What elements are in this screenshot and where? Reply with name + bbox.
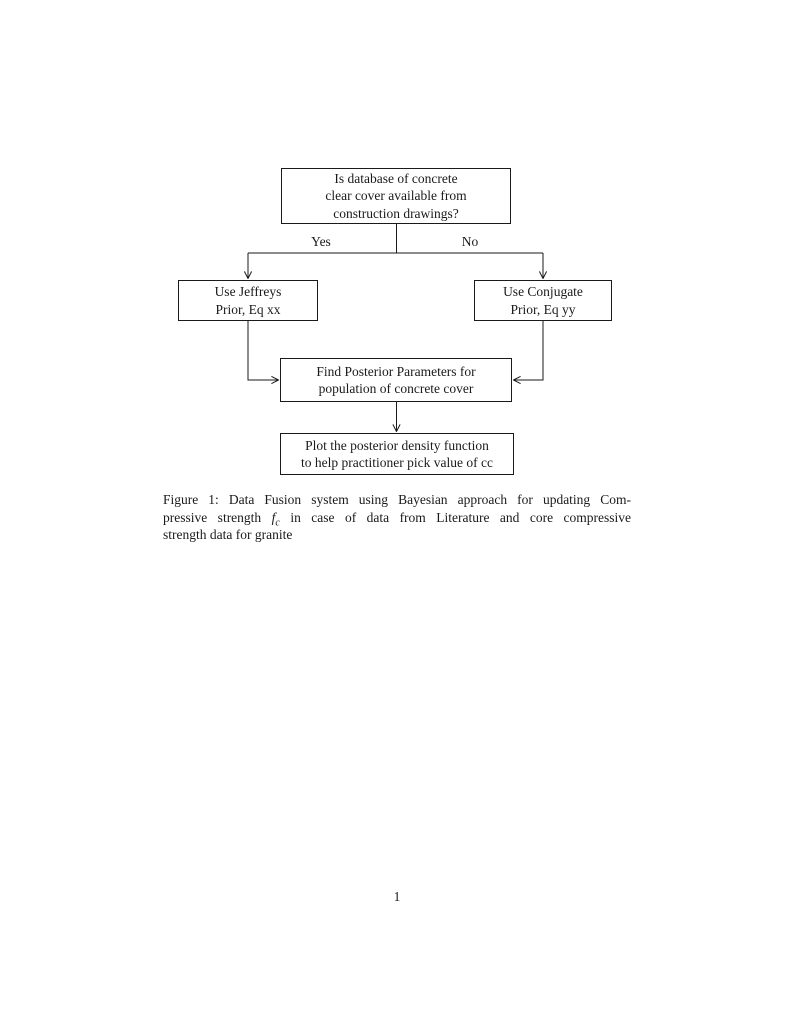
- edge-label-yes: Yes: [311, 234, 331, 249]
- flowchart-node-conjugate-prior: Use Conjugate Prior, Eq yy: [474, 280, 612, 321]
- caption-line2-post: in case of data from Literature and core…: [290, 509, 632, 525]
- node-decision-line1: Is database of concrete: [334, 170, 458, 186]
- caption-line-1: Figure 1: Data Fusion system using Bayes…: [163, 492, 631, 507]
- edge-conjugate-to-posterior: [513, 321, 544, 384]
- node-posterior-line2: population of concrete cover: [318, 381, 474, 396]
- caption-line2-pre: pressive strength: [163, 509, 262, 525]
- page-number: 1: [393, 889, 401, 904]
- math-fc-symbol: f: [271, 509, 276, 525]
- math-fc-subscript: c: [275, 517, 280, 529]
- node-decision-line2: clear cover available from: [325, 188, 467, 204]
- node-conjugate-line1: Use Conjugate: [503, 284, 583, 299]
- flowchart-node-jeffreys-prior: Use Jeffreys Prior, Eq xx: [178, 280, 318, 321]
- edge-label-no: No: [461, 234, 479, 249]
- flowchart-node-plot-density: Plot the posterior density function to h…: [280, 433, 514, 475]
- node-posterior-line1: Find Posterior Parameters for: [316, 363, 476, 379]
- node-jeffreys-line2: Prior, Eq xx: [215, 301, 281, 317]
- node-plot-line2: to help practitioner pick value of cc: [301, 455, 493, 470]
- node-decision-line3: construction drawings?: [333, 205, 459, 221]
- flowchart-node-decision: Is database of concrete clear cover avai…: [281, 168, 511, 224]
- caption-line-2: pressive strength fc in case of data fro…: [163, 509, 632, 529]
- figure-caption: Figure 1: Data Fusion system using Bayes…: [163, 491, 631, 544]
- node-plot-line1: Plot the posterior density function: [305, 437, 489, 453]
- edge-jeffreys-to-posterior: [247, 321, 279, 384]
- caption-line-3: strength data for granite: [163, 527, 293, 542]
- node-jeffreys-line1: Use Jeffreys: [214, 284, 282, 299]
- node-conjugate-line2: Prior, Eq yy: [510, 301, 576, 317]
- flowchart-node-find-posterior: Find Posterior Parameters for population…: [280, 358, 512, 402]
